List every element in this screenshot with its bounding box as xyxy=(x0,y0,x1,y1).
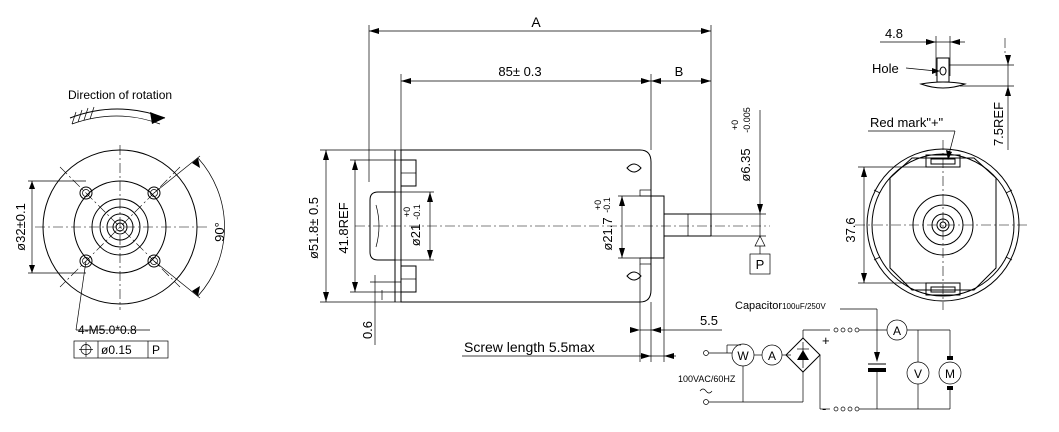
thread-note: 4-M5.0*0.8 xyxy=(78,323,137,337)
dim-06-label: 0.6 xyxy=(360,321,375,339)
dia-21-tol-top: +0 xyxy=(402,207,412,217)
dia-21-label: ø21 xyxy=(408,224,423,246)
dia-217-tol-top: +0 xyxy=(593,200,603,210)
hole-circle xyxy=(939,66,947,76)
bolt-hole xyxy=(147,254,161,268)
dim-48-label: 4.8 xyxy=(885,26,903,41)
dim-55-label: 5.5 xyxy=(700,313,718,328)
red-mark-label: Red mark"+" xyxy=(870,115,944,130)
dia-21-tol-bot: -0.1 xyxy=(412,204,422,220)
tolerance-value: ø0.15 xyxy=(101,343,132,357)
dia-32-label: ø32±0.1 xyxy=(13,203,28,251)
datum-front: P xyxy=(152,343,160,357)
svg-text:V: V xyxy=(914,367,922,381)
dia-shaft-tol-top: +0 xyxy=(730,120,740,130)
bolt-hole xyxy=(79,186,93,200)
rear-view: 4.8 Hole 7.5REF Red mark"+" xyxy=(843,26,1030,310)
bolt-hole xyxy=(147,186,161,200)
minus-label: - xyxy=(822,401,826,416)
front-view: Direction of rotation xyxy=(13,88,227,359)
dia-217-label: ø21.7 xyxy=(600,217,615,250)
tolerance-frame xyxy=(73,340,169,359)
dia-shaft-label: ø6.35 xyxy=(738,148,753,181)
svg-text:W: W xyxy=(737,349,749,363)
datum-box xyxy=(749,253,771,275)
screw-note: Screw length 5.5max xyxy=(464,339,595,355)
test-circuit: Capacitor100uF/250V 100VAC/60HZ W A xyxy=(678,300,962,416)
ref-418-label: 41.8REF xyxy=(336,202,351,253)
rotation-label: Direction of rotation xyxy=(68,88,172,102)
terminal-lug xyxy=(919,81,967,89)
svg-text:A: A xyxy=(768,349,776,363)
svg-text:A: A xyxy=(893,324,901,338)
dim-85-label: 85± 0.3 xyxy=(498,64,541,79)
motor-body xyxy=(400,149,652,303)
ac-wave-icon xyxy=(699,388,713,394)
supply-label: 100VAC/60HZ xyxy=(678,374,736,384)
plus-label: + xyxy=(822,333,830,348)
side-view: A 85± 0.3 B xyxy=(306,14,771,362)
dia-217-tol-bot: -0.1 xyxy=(602,197,612,213)
ref-75-label: 7.5REF xyxy=(991,102,1006,146)
motor-icon xyxy=(938,361,962,385)
dia-518-label: ø51.8± 0.5 xyxy=(306,197,321,259)
svg-text:M: M xyxy=(945,367,955,381)
dim-a-label: A xyxy=(531,14,541,30)
bolt-hole xyxy=(79,254,93,268)
dim-376-label: 37.6 xyxy=(843,217,858,242)
dia-shaft-tol-bot: -0.005 xyxy=(742,107,752,133)
capacitor-label: Capacitor100uF/250V xyxy=(735,300,826,312)
dim-b-label: B xyxy=(675,64,684,79)
datum-side: P xyxy=(756,257,765,272)
hole-label: Hole xyxy=(872,61,899,76)
angle-90-label: 90° xyxy=(212,222,227,242)
